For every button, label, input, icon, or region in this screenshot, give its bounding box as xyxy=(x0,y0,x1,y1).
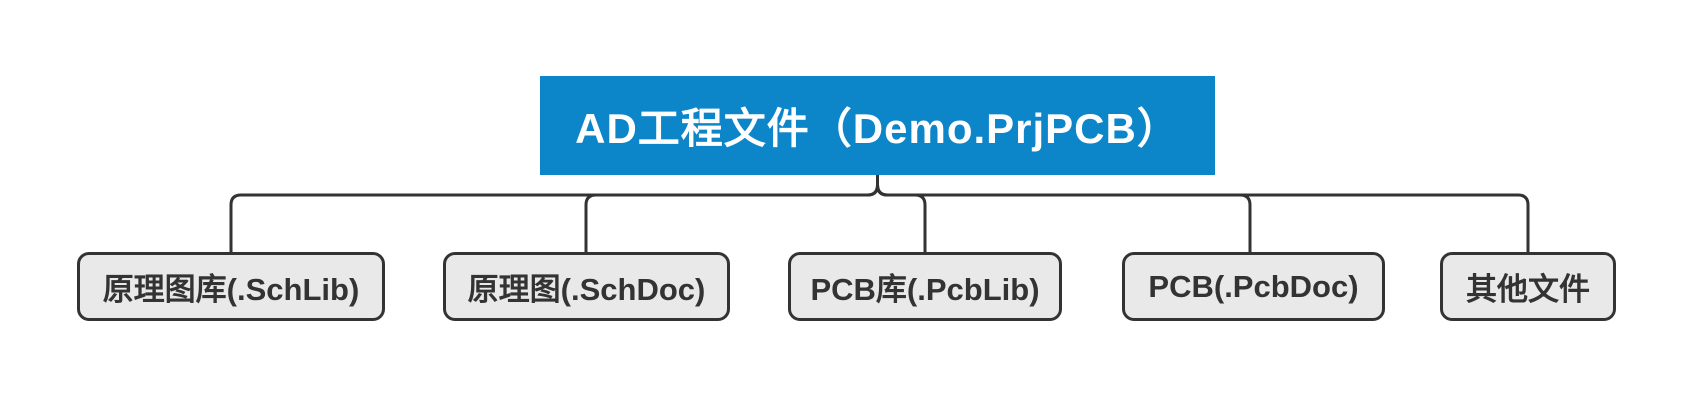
connector-root-to-pcbdoc xyxy=(876,175,1252,252)
node-schdoc-label: 原理图(.SchDoc) xyxy=(467,272,706,307)
node-schlib-label: 原理图库(.SchLib) xyxy=(102,272,360,307)
node-pcbdoc-label: PCB(.PcbDoc) xyxy=(1148,268,1359,304)
connector-root-to-pcblib xyxy=(876,175,927,252)
node-pcbdoc: PCB(.PcbDoc) xyxy=(1122,252,1385,321)
connector-root-to-schdoc xyxy=(584,175,879,252)
node-other-files: 其他文件 xyxy=(1440,252,1616,321)
node-pcblib-label: PCB库(.PcbLib) xyxy=(810,272,1040,307)
node-pcblib: PCB库(.PcbLib) xyxy=(788,252,1062,321)
root-node-label: AD工程文件（Demo.PrjPCB） xyxy=(575,105,1180,152)
connector-root-to-schlib xyxy=(229,175,879,252)
node-schdoc: 原理图(.SchDoc) xyxy=(443,252,730,321)
connector-root-to-other xyxy=(876,175,1530,252)
node-other-files-label: 其他文件 xyxy=(1466,272,1590,307)
root-node-ad-project-file: AD工程文件（Demo.PrjPCB） xyxy=(540,76,1215,175)
node-schlib: 原理图库(.SchLib) xyxy=(77,252,385,321)
